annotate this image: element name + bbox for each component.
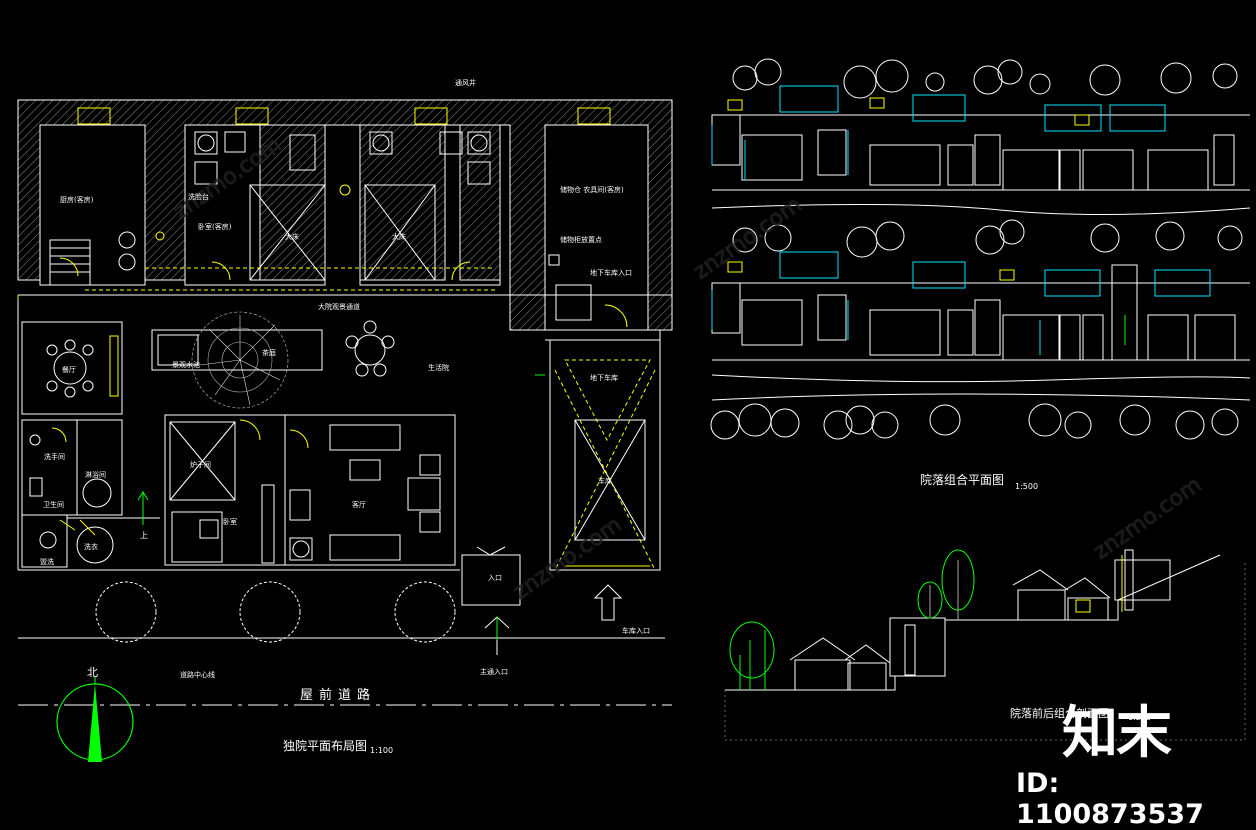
courtyard-plan bbox=[710, 58, 1251, 440]
label-big-bed-1: 大床 bbox=[285, 233, 299, 241]
room-dining bbox=[21, 321, 123, 415]
label-north: 北 bbox=[87, 666, 98, 679]
courtyard-title: 院落组合平面图 bbox=[920, 473, 1005, 487]
floor-plan bbox=[17, 99, 673, 706]
section-drawing bbox=[724, 549, 1246, 741]
label-main-entrance: 主通入口 bbox=[480, 668, 508, 676]
label-shower: 淋浴间 bbox=[85, 471, 106, 479]
label-bedroom-guest: 卧室(客房) bbox=[198, 223, 232, 231]
plan-title: 独院平面布局图 bbox=[283, 739, 368, 753]
room-toilet bbox=[21, 514, 68, 568]
label-wash: 洗手间 bbox=[44, 453, 65, 461]
room-bedroom-guest-2 bbox=[359, 124, 501, 286]
label-hand-sink: 洗脸台 bbox=[188, 193, 209, 201]
room-living bbox=[284, 414, 456, 566]
label-tea: 茶庭 bbox=[262, 349, 276, 357]
courtyard-row-2 bbox=[711, 219, 1251, 401]
label-living-space: 生活院 bbox=[428, 364, 449, 372]
label-road-center: 道路中心线 bbox=[180, 671, 215, 679]
courtyard-trees bbox=[710, 403, 1239, 440]
plan-scale: 1:100 bbox=[370, 746, 394, 755]
kitchen-stair bbox=[49, 239, 91, 286]
label-entrance: 入口 bbox=[488, 574, 502, 582]
tree-symbol bbox=[191, 311, 289, 409]
watermark-logo: 知末 bbox=[1062, 701, 1172, 766]
section-trees bbox=[729, 549, 975, 690]
room-shower bbox=[76, 419, 123, 516]
green-accents bbox=[137, 374, 545, 640]
terrain-hatch bbox=[724, 560, 1246, 741]
label-kitchen-guest: 厨房(客房) bbox=[60, 196, 94, 204]
label-vent: 通风井 bbox=[455, 79, 476, 87]
pool bbox=[151, 329, 323, 371]
label-basement-entrance: 地下车库入口 bbox=[590, 269, 632, 277]
courtyard-row-1 bbox=[711, 58, 1251, 216]
label-bedroom: 卧室 bbox=[223, 518, 237, 526]
room-kitchen-guest bbox=[39, 124, 146, 286]
label-kitchen: 炉子间 bbox=[190, 461, 211, 469]
label-living-room: 客厅 bbox=[352, 501, 366, 509]
label-storage-loc: 储物柜放置点 bbox=[560, 236, 602, 244]
courtyard-yellow bbox=[727, 97, 1090, 281]
section-title: 院落前后组合剖面图 bbox=[1010, 707, 1109, 720]
svg-text:znzmo.com: znzmo.com bbox=[509, 512, 626, 604]
svg-text:znzmo.com: znzmo.com bbox=[1089, 472, 1206, 564]
label-pool: 景观水池 bbox=[172, 361, 200, 369]
label-corridor: 大院观景通道 bbox=[318, 303, 360, 311]
label-stair-up: 上 bbox=[140, 531, 148, 540]
label-toilet: 卫生间 bbox=[43, 501, 64, 509]
section-yellow bbox=[1075, 555, 1123, 613]
room-garage bbox=[549, 339, 661, 571]
label-storage: 储物仓 农具间(客房) bbox=[560, 186, 624, 194]
watermark-id: ID: 1100873537 bbox=[1016, 768, 1204, 830]
yellow-accents bbox=[17, 107, 650, 567]
label-road: 屋前道路 bbox=[300, 688, 377, 703]
label-garage: 车库 bbox=[598, 477, 612, 485]
label-big-bed-2: 大床 bbox=[392, 233, 406, 241]
label-basement-stair: 地下车库 bbox=[590, 374, 618, 382]
label-washroom: 盥洗 bbox=[40, 558, 54, 566]
label-car-entrance: 车库入口 bbox=[622, 627, 650, 635]
label-dining: 餐厅 bbox=[62, 366, 76, 374]
ground-line bbox=[725, 554, 1221, 691]
north-arrow bbox=[56, 676, 134, 762]
label-laundry: 洗衣 bbox=[84, 543, 98, 551]
courtyard-scale: 1:500 bbox=[1015, 482, 1039, 491]
courtyard-cyan bbox=[711, 85, 1211, 355]
section-scale: 1:200 bbox=[1128, 713, 1152, 722]
room-storage bbox=[544, 124, 649, 331]
